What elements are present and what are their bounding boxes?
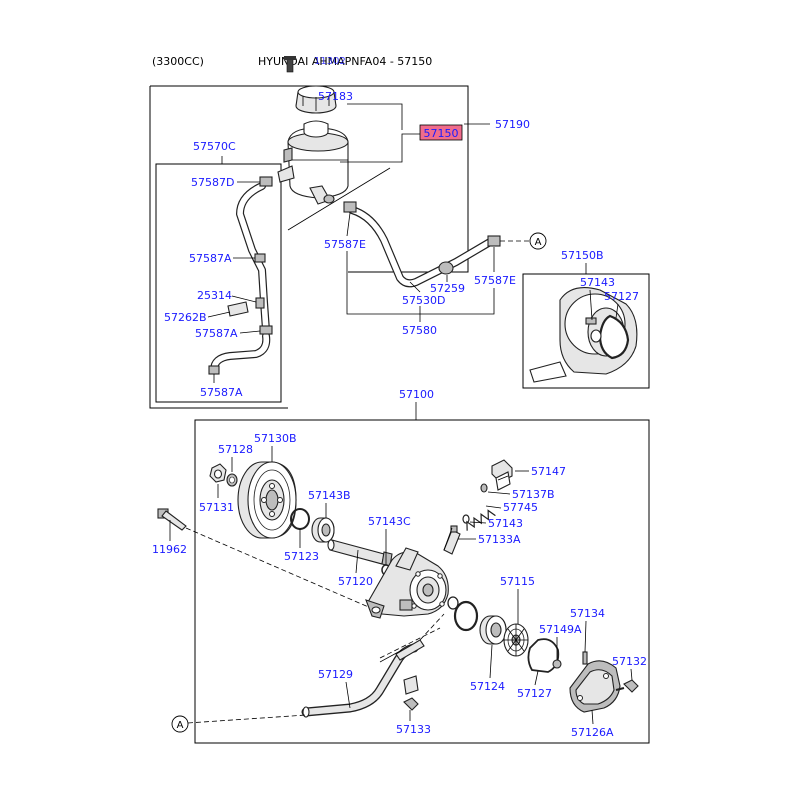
callout-11962: 11962	[152, 543, 187, 556]
supply-hose-clamp-icon	[343, 201, 501, 275]
callout-57587A-1: 57587A	[189, 252, 232, 265]
drive-shaft-icon	[327, 539, 393, 567]
callout-57133A: 57133A	[478, 533, 521, 546]
callout-57262B: 57262B	[164, 311, 207, 324]
reservoir-cap-icon	[295, 85, 337, 114]
callout-57123: 57123	[284, 550, 319, 563]
overlay-part-label: 11302	[314, 56, 346, 67]
highlighted-part-box[interactable]	[419, 124, 463, 141]
callout-57133: 57133	[396, 723, 431, 736]
callout-57570C: 57570C	[193, 140, 236, 153]
callout-57128: 57128	[218, 443, 253, 456]
connector-a-bottom-marker: A	[171, 715, 189, 733]
cover-dowel-pin-icon	[582, 651, 588, 665]
callout-57587E-1: 57587E	[324, 238, 366, 251]
callout-57745: 57745	[503, 501, 538, 514]
callout-57131: 57131	[199, 501, 234, 514]
callout-57126A: 57126A	[571, 726, 614, 739]
callout-57100: 57100	[399, 388, 434, 401]
mounting-bolt-icon	[157, 508, 187, 531]
reservoir-tank-icon	[277, 120, 349, 205]
callout-57587D: 57587D	[191, 176, 234, 189]
callout-57137B: 57137B	[512, 488, 555, 501]
callout-57143: 57143	[488, 517, 523, 530]
hose-set-frame	[155, 163, 282, 403]
callout-57587E-2: 57587E	[474, 274, 516, 287]
pulley-nut-icon	[209, 463, 238, 487]
callout-57115: 57115	[500, 575, 535, 588]
callout-57587A-2: 57587A	[195, 327, 238, 340]
connector-a-bottom-line	[187, 714, 307, 724]
callout-57143C: 57143C	[368, 515, 411, 528]
pulley-icon	[237, 461, 297, 539]
pump-o-ring-small-icon	[447, 596, 459, 610]
callout-57132: 57132	[612, 655, 647, 668]
leader-57183	[347, 103, 403, 130]
svg-text:A: A	[177, 720, 184, 731]
callout-57147: 57147	[531, 465, 566, 478]
pump-body-icon	[365, 547, 449, 619]
callout-57129: 57129	[318, 668, 353, 681]
callout-57580: 57580	[402, 324, 437, 337]
overlay-bolt-icon	[284, 56, 296, 73]
callout-57150[interactable]: 57150	[424, 127, 459, 140]
inlet-bolt-icon	[403, 697, 419, 711]
callout-57120: 57120	[338, 575, 373, 588]
hose-clamp-icon	[208, 176, 273, 375]
pressure-plate-icon	[479, 615, 507, 645]
callout-57130B: 57130B	[254, 432, 297, 445]
callout-57190: 57190	[495, 118, 530, 131]
leader-57150	[340, 133, 420, 163]
callout-25314: 25314	[197, 289, 232, 302]
connector-a-top-marker: A	[529, 232, 547, 250]
valve-spring-icon	[466, 483, 496, 531]
callout-57134: 57134	[570, 607, 605, 620]
valve-o-ring-icon	[462, 514, 470, 524]
hose-bracket-icon	[227, 297, 265, 317]
inlet-pipe-icon	[301, 639, 425, 718]
callout-57143B: 57143B	[308, 489, 351, 502]
pump-o-ring-large-icon	[453, 600, 479, 632]
rear-cover-icon	[569, 660, 621, 713]
callout-57127: 57127	[517, 687, 552, 700]
pressure-fitting-icon	[491, 459, 513, 491]
pump-assembly-frame	[194, 419, 650, 744]
cover-gasket-icon	[527, 638, 562, 673]
engine-label: (3300CC)	[152, 55, 204, 68]
shaft-bearing-icon	[311, 517, 335, 543]
model-label: HYUNDAI AHMAPNFA04 - 57150	[258, 55, 432, 68]
rotor-vane-icon	[503, 623, 529, 657]
callout-57150B: 57150B	[561, 249, 604, 262]
callout-57259: 57259	[430, 282, 465, 295]
callout-57530D: 57530D	[402, 294, 445, 307]
callout-57149A: 57149A	[539, 623, 582, 636]
callout-57587A-3: 57587A	[200, 386, 243, 399]
callout-57183: 57183	[318, 90, 353, 103]
callout-57127-top: 57127	[604, 290, 639, 303]
svg-text:A: A	[535, 237, 542, 248]
flow-control-valve-icon	[443, 525, 461, 555]
callout-57124: 57124	[470, 680, 505, 693]
frame-diagonal	[287, 167, 391, 231]
cover-bolt-icon	[615, 679, 639, 693]
callout-57143-top: 57143	[580, 276, 615, 289]
